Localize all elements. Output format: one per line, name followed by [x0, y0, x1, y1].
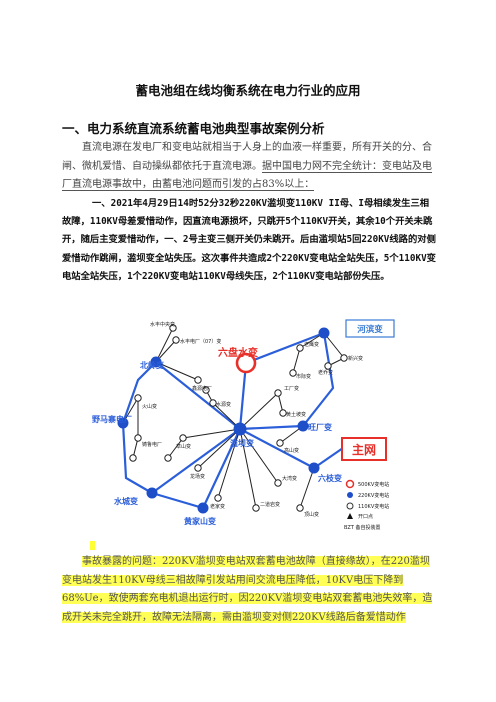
label-shuiyuan: 水源变 [216, 401, 231, 408]
lines-220kv [121, 331, 344, 510]
label-beiling: 北岭变 [140, 360, 164, 370]
stations-110kv [129, 324, 348, 512]
label-shuifeng-power: 水丰电厂（07）变 [180, 338, 221, 345]
main-grid-box [341, 437, 387, 461]
label-dingshan: 顶山变 [304, 511, 319, 518]
paragraph-intro-underlined: 据中国电力网不完全统计：变电站及电厂直流电源事故中，由蓄电池问题而引发的占83%… [62, 160, 432, 191]
label-liupanshui: 六盘水变 [218, 346, 258, 359]
section-heading: 一、电力系统直流系统蓄电池典型事故案例分析 [62, 121, 325, 136]
legend-open-point-icon [347, 513, 353, 519]
station-500kv [235, 352, 257, 374]
legend-bzt-label: BZT 备自投装置 [344, 524, 381, 531]
hebin-box [345, 319, 395, 338]
grid-network-svg: 主网 河滨变 北岭变 野马寨电厂 水城变 黄家山变 滥坝变 旺厂变 六枝变 六盘… [92, 319, 395, 531]
label-zhuji: 铸鲁电厂 [142, 441, 162, 448]
label-gaoshan: 高山变 [284, 447, 299, 454]
paragraph-intro: 直流电源在发电厂和变电站就相当于人身上的血液一样重要，所有开关的分、合闸、微机爱… [62, 139, 436, 195]
label-xinxing: 新兴变 [348, 355, 363, 362]
main-grid-label: 主网 [352, 442, 376, 457]
legend: 500KV变电站 220KV变电站 110KV变电站 开口点 BZT 备自投装置 [344, 479, 389, 531]
grid-network-diagram: 主网 河滨变 北岭变 野马寨电厂 水城变 黄家山变 滥坝变 旺厂变 六枝变 六盘… [88, 318, 418, 536]
label-shuicheng: 水城变 [113, 496, 138, 506]
legend-500kv-icon [345, 479, 355, 489]
label-laoyan: 老鹰变 [304, 341, 319, 348]
stations-220kv [117, 327, 330, 514]
labels-220kv: 北岭变 野马寨电厂 水城变 黄家山变 滥坝变 旺厂变 六枝变 [92, 360, 342, 526]
label-liufang: 六枝变 [318, 473, 342, 483]
label-wangchang: 旺厂变 [308, 422, 332, 432]
legend-500kv-label: 500KV变电站 [358, 481, 389, 488]
doc-title: 蓄电池组在线均衡系统在电力行业的应用 [135, 83, 361, 98]
paragraph-incident: 一、2021年4月29日14时52分32秒220KV滥坝变110KV II母、I… [62, 198, 436, 282]
label-huoshan: 火山变 [142, 403, 157, 410]
label-huangtuopo: 黄土坡变 [286, 411, 306, 418]
legend-open-point-label: 开口点 [358, 514, 373, 520]
legend-110kv-icon [346, 502, 354, 510]
label-shiji: 市际变 [296, 373, 311, 380]
label-longchang: 龙场变 [190, 473, 205, 480]
legend-220kv-label: 220KV变电站 [358, 492, 389, 499]
label-shuifeng-north: 水丰中央变 [150, 321, 175, 328]
paragraph-intro-text: 直流电源在发电厂和变电站就相当于人身上的血液一样重要，所有开关的分、合闸、微机爱… [62, 142, 432, 172]
label-laojia: 老家变 [210, 503, 225, 510]
legend-110kv-label: 110KV变电站 [358, 503, 389, 510]
label-huangjiashan: 黄家山变 [184, 516, 216, 526]
label-dawan: 大湾变 [282, 475, 297, 482]
label-laoqiao: 老乔变 [318, 369, 333, 376]
label-gongchang: 工厂变 [284, 385, 299, 392]
highlight-marker [90, 541, 95, 550]
label-erdao: 二道岩变 [260, 501, 280, 508]
hebin-label: 河滨变 [357, 324, 383, 335]
label-yema: 野马寨电厂 [92, 414, 132, 424]
label-caoshan: 草山变 [176, 443, 191, 450]
paragraph-issues-highlighted: 事故暴露的问题：220KV滥坝变电站双套蓄电池故障（直接缘故），在220滥坝变电… [62, 556, 433, 623]
labels-110kv: 水丰中央变 水丰电厂（07）变 鑫源电厂 火山变 铸鲁电厂 草山变 龙场变 老家… [142, 321, 363, 518]
label-lanba: 滥坝变 [230, 438, 254, 448]
label-xinyuan: 鑫源电厂 [192, 385, 212, 392]
legend-220kv-icon [347, 492, 353, 498]
paragraph-issues: 事故暴露的问题：220KV滥坝变电站双套蓄电池故障（直接缘故），在220滥坝变电… [62, 553, 436, 627]
